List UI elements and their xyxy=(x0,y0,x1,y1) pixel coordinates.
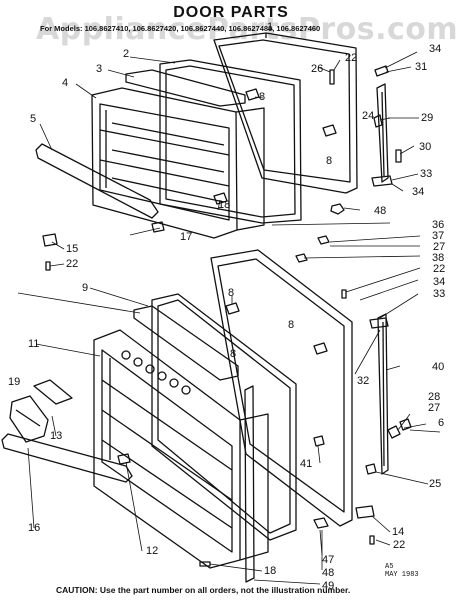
callout: 40 xyxy=(432,361,444,373)
freezer-outer-door xyxy=(213,32,358,194)
callout: 22 xyxy=(345,52,357,64)
fresh-hinge-bar xyxy=(377,313,389,475)
callout: 34 xyxy=(412,186,424,198)
clip-41 xyxy=(313,435,325,447)
screw-22d xyxy=(369,535,375,545)
freezer-gasket xyxy=(159,59,302,224)
callout: 48 xyxy=(322,567,334,579)
caution-note: CAUTION: Use the part number on all orde… xyxy=(56,585,351,595)
strip-49 xyxy=(244,385,255,583)
models-line: For Models: 106.8627410, 106.8627420, 10… xyxy=(40,24,321,33)
leader-lines xyxy=(17,51,441,585)
callout: 8 xyxy=(326,155,332,167)
callout: 14 xyxy=(392,526,404,538)
stop-8c xyxy=(213,192,228,205)
bracket-25 xyxy=(365,463,377,475)
stamp-line-1: A5 xyxy=(385,563,394,571)
hinge-14 xyxy=(355,505,375,519)
spring-30 xyxy=(395,149,402,163)
callout: 15 xyxy=(66,243,78,255)
stop-8b xyxy=(322,124,337,137)
callout: 36 xyxy=(432,219,444,231)
callout: 26 xyxy=(311,63,323,75)
callout: 27 xyxy=(433,241,445,253)
hinge-pin-28 xyxy=(387,425,401,439)
screw-18 xyxy=(199,561,211,567)
date-stamp: A5 MAY 1983 xyxy=(385,563,419,579)
fresh-breaker-strip xyxy=(133,305,239,381)
bracket-15 xyxy=(42,233,58,247)
callout: 8 xyxy=(230,348,236,360)
stamp-line-2: MAY 1983 xyxy=(385,571,419,579)
page-title: DOOR PARTS xyxy=(173,4,289,21)
callout: 34 xyxy=(433,276,445,288)
callout: 33 xyxy=(420,168,432,180)
screw-22a xyxy=(329,69,335,85)
stop-8d xyxy=(225,302,240,315)
callout: 19 xyxy=(8,376,20,388)
callout: 31 xyxy=(415,61,427,73)
bracket-12 xyxy=(117,453,131,465)
callout: 48 xyxy=(374,205,386,217)
callout: 28 xyxy=(428,391,440,403)
callout-labels: 1 2 3 4 5 8 8 8 8 8 9 11 12 13 14 15 16 … xyxy=(8,21,445,592)
callout: 22 xyxy=(433,263,445,275)
callout: 34 xyxy=(429,43,441,55)
callout: 8 xyxy=(228,287,234,299)
callout: 30 xyxy=(419,141,431,153)
callout: 32 xyxy=(357,375,369,387)
callout: 27 xyxy=(428,402,440,414)
callout: 4 xyxy=(62,77,68,89)
callout: 33 xyxy=(433,288,445,300)
callout: 8 xyxy=(259,91,265,103)
callout: 49 xyxy=(322,580,334,592)
callout: 12 xyxy=(146,545,158,557)
freezer-inner-liner xyxy=(91,87,265,239)
callout: 41 xyxy=(300,458,312,470)
callout: 2 xyxy=(123,48,129,60)
fresh-food-gasket xyxy=(151,293,297,541)
callout: 11 xyxy=(28,338,39,350)
callout: 8 xyxy=(288,319,294,331)
watermark: AppliancePartsPros.com xyxy=(36,12,459,47)
bracket-17 xyxy=(151,221,165,233)
callout: 9 xyxy=(82,282,88,294)
callout: 13 xyxy=(50,430,62,442)
callout: 6 xyxy=(438,417,444,429)
callout: 1 xyxy=(267,21,273,33)
freezer-hinge-bar xyxy=(376,83,389,183)
callout: 18 xyxy=(218,199,230,211)
stop-8e xyxy=(313,342,328,355)
freezer-breaker-strip xyxy=(125,69,246,107)
callout: 29 xyxy=(421,112,433,124)
callout: 5 xyxy=(30,113,36,125)
washer-47 xyxy=(313,517,329,529)
washer-48 xyxy=(330,203,345,215)
callout: 18 xyxy=(264,565,276,577)
freezer-handle-trim xyxy=(35,143,159,219)
screw-22b xyxy=(45,261,51,271)
washer-37 xyxy=(317,235,330,245)
callout: 16 xyxy=(28,522,40,534)
screw-22c xyxy=(341,289,347,299)
bracket-33b xyxy=(369,317,389,329)
callout: 37 xyxy=(432,230,444,242)
callout: 38 xyxy=(432,252,444,264)
callout: 25 xyxy=(429,478,441,490)
fresh-food-inner-liner xyxy=(93,329,269,569)
callout: 22 xyxy=(66,258,78,270)
callout: 22 xyxy=(393,539,405,551)
bin-13 xyxy=(9,395,49,443)
butter-door-19 xyxy=(33,379,73,405)
cam-38 xyxy=(295,253,308,263)
callout: 24 xyxy=(362,110,374,122)
callout: 17 xyxy=(180,231,192,243)
stop-8a xyxy=(245,88,260,101)
callout: 3 xyxy=(96,63,102,75)
fresh-handle-trim xyxy=(1,433,133,483)
clip-24 xyxy=(373,114,383,128)
callout: 47 xyxy=(322,554,334,566)
